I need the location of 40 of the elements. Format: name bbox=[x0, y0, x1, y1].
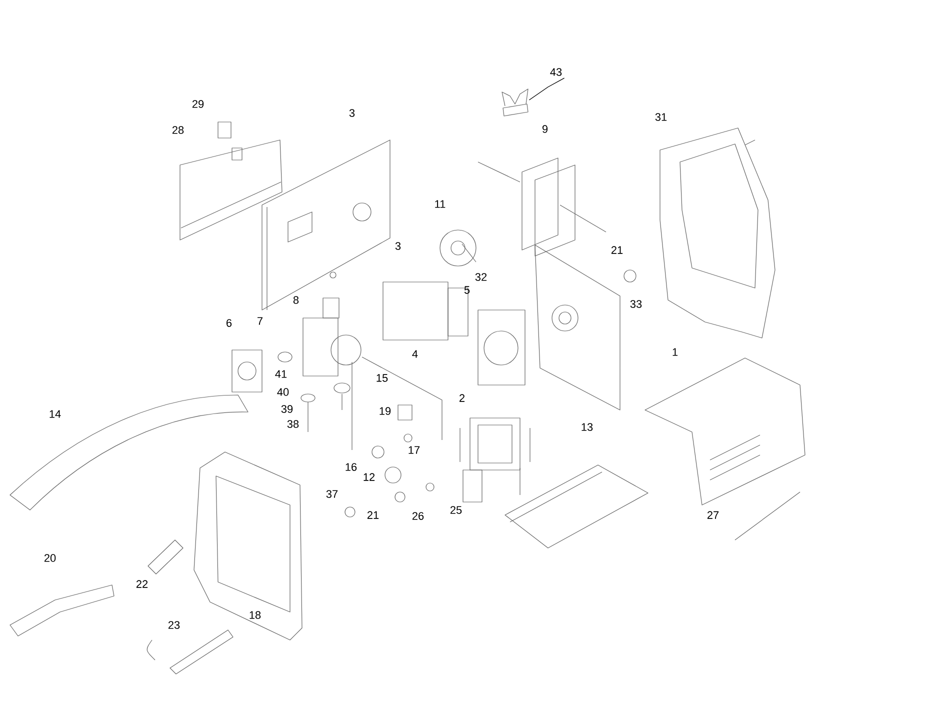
callout-number: 7 bbox=[258, 317, 262, 325]
callout-number: 33 bbox=[630, 300, 642, 308]
clip-drawing bbox=[502, 88, 528, 116]
callout-number: 11 bbox=[435, 200, 446, 208]
callout-number: 38 bbox=[287, 420, 299, 428]
callout-number: 5 bbox=[464, 286, 470, 294]
callout-number: 1 bbox=[672, 348, 678, 356]
callout-number: 41 bbox=[275, 370, 287, 378]
callout-number: 39 bbox=[281, 405, 293, 413]
callout-number: 3 bbox=[395, 242, 401, 250]
callout-number: 21 bbox=[367, 511, 379, 519]
callout-number: 23 bbox=[168, 621, 180, 629]
callout-number: 19 bbox=[380, 407, 391, 415]
callout-number: 15 bbox=[376, 374, 388, 382]
callout-number: 9 bbox=[542, 125, 548, 133]
leader-line bbox=[528, 78, 565, 100]
callout-number: 29 bbox=[192, 100, 204, 108]
callout-number: 37 bbox=[326, 490, 338, 498]
callout-number: 40 bbox=[277, 388, 289, 396]
callout-number: 4 bbox=[412, 350, 418, 358]
callout-number: 25 bbox=[450, 506, 462, 514]
callout-number: 16 bbox=[346, 463, 357, 471]
callout-number: 2 bbox=[460, 394, 464, 402]
callout-number: 8 bbox=[293, 296, 299, 304]
callout-number: 28 bbox=[172, 126, 184, 134]
callout-number: 13 bbox=[582, 423, 593, 431]
callout-number: 27 bbox=[707, 511, 719, 519]
callout-number: 31 bbox=[655, 113, 667, 121]
callout-number: 18 bbox=[250, 611, 261, 619]
callout-number: 17 bbox=[408, 446, 420, 454]
callout-number: 12 bbox=[364, 473, 375, 481]
callout-number: 3 bbox=[349, 109, 355, 117]
callout-number: 20 bbox=[44, 554, 56, 562]
callout-number: 43 bbox=[550, 68, 562, 76]
callout-number: 26 bbox=[412, 512, 424, 520]
callout-number: 21 bbox=[611, 246, 623, 254]
callout-number: 22 bbox=[136, 580, 148, 588]
callout-number: 6 bbox=[226, 319, 232, 327]
callout-number: 32 bbox=[475, 273, 487, 281]
callout-number: 14 bbox=[50, 410, 61, 418]
